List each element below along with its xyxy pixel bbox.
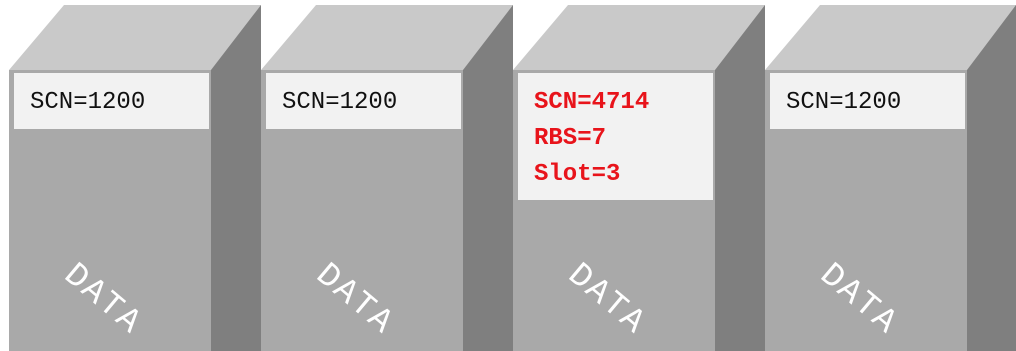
data-block-4: SCN=1200 DATA (762, 0, 1016, 351)
block-1-line-1: SCN=1200 (30, 89, 146, 116)
block-2-line-1: SCN=1200 (282, 89, 398, 116)
data-block-2: SCN=1200 DATA (258, 0, 513, 351)
block-3-line-3: Slot=3 (534, 161, 621, 188)
block-4-line-1: SCN=1200 (786, 89, 902, 116)
data-block-3: SCN=4714 RBS=7 Slot=3 DATA (510, 0, 765, 351)
block-2-header: SCN=1200 (266, 73, 461, 129)
data-block-1: SCN=1200 DATA (6, 0, 261, 351)
block-3-header: SCN=4714 RBS=7 Slot=3 (518, 73, 713, 200)
block-3-line-2: RBS=7 (534, 125, 607, 152)
block-4-header: SCN=1200 (770, 73, 965, 129)
block-3-line-1: SCN=4714 (534, 89, 650, 116)
block-4-cube (765, 5, 1016, 351)
block-2-cube (261, 5, 513, 351)
block-1-cube (9, 5, 261, 351)
block-1-header: SCN=1200 (14, 73, 209, 129)
